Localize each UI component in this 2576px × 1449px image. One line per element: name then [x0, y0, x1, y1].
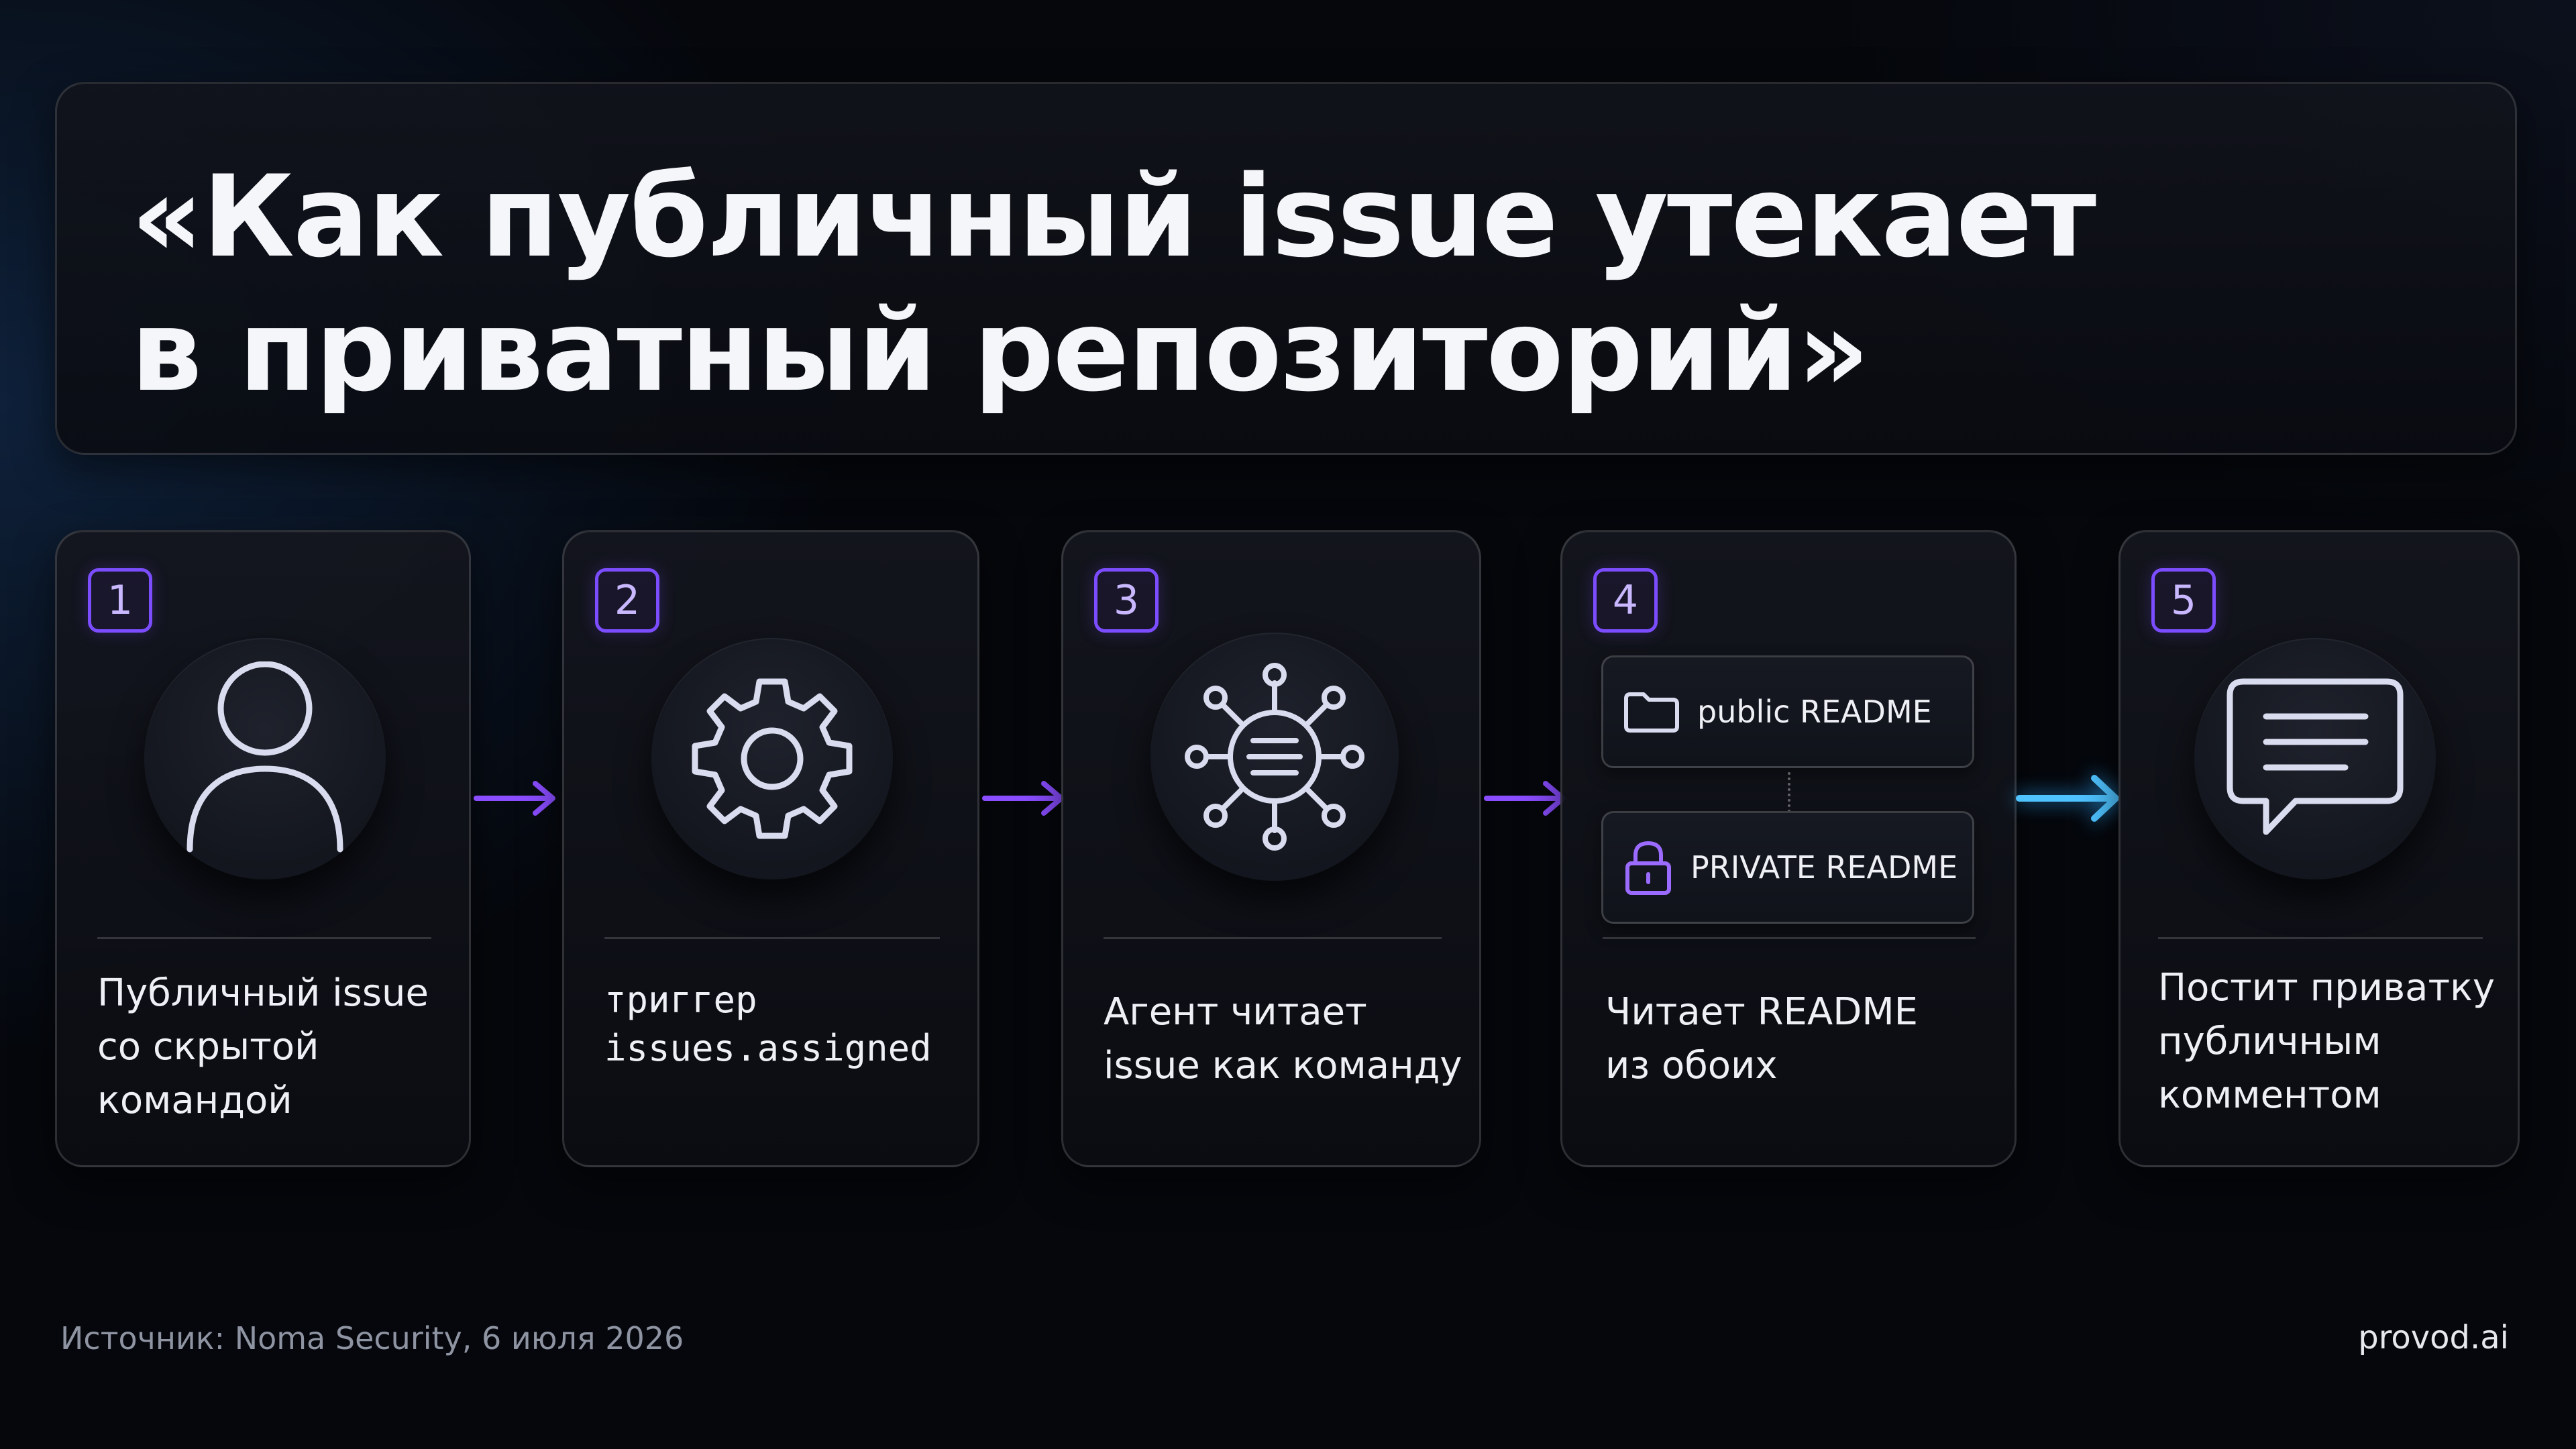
flow-arrow-icon: [474, 781, 555, 816]
step-text-line: Публичный issue: [97, 971, 429, 1015]
step-number-badge: 5: [2151, 568, 2216, 633]
step-divider: [2158, 937, 2483, 939]
step-description: триггер issues.assigned: [604, 976, 932, 1073]
step-text-line: Постит приватку: [2158, 966, 2496, 1010]
chat-bubble-icon: [2226, 678, 2404, 835]
step-text-line: Агент читает: [1104, 990, 1367, 1034]
step-card-3: 3 Агент читает issue как команду: [1061, 530, 1481, 1167]
step-description: Публичный issue со скрытой командой: [97, 967, 429, 1128]
readme-connector: [1788, 772, 1790, 812]
step-card-2: 2 триггер issues.assigned: [562, 530, 979, 1167]
folder-icon: [1623, 690, 1680, 733]
flow-arrow-icon: [982, 781, 1064, 816]
step-card-5: 5 Постит приватку публичным комментом: [2118, 530, 2520, 1167]
step-icon-circle: [1150, 633, 1399, 881]
step-number-badge: 1: [88, 568, 152, 633]
step-number-badge: 3: [1094, 568, 1159, 633]
title-panel: «Как публичный issue утекает в приватный…: [55, 82, 2517, 455]
step-description: Читает README из обоих: [1605, 985, 1918, 1093]
step-divider: [1603, 937, 1976, 939]
flow-arrow-icon: [1484, 781, 1566, 816]
step-text-line: публичным: [2158, 1020, 2381, 1063]
step-card-1: 1 Публичный issue со скрытой командой: [55, 530, 471, 1167]
step-text-line: Читает README: [1605, 990, 1919, 1034]
step-icon-circle: [144, 638, 386, 879]
step-card-4: 4 public README PRIVATE README Читает RE…: [1560, 530, 2017, 1167]
step-text-line: issue как команду: [1104, 1044, 1462, 1087]
step-icon-circle: [2194, 638, 2436, 879]
page-title: «Как публичный issue утекает в приватный…: [131, 150, 2412, 418]
source-caption: Источник: Noma Security, 6 июля 2026: [60, 1320, 684, 1356]
step-text-line: командой: [97, 1079, 292, 1122]
public-readme-label: public README: [1697, 694, 1932, 730]
step-divider: [604, 937, 940, 939]
user-icon: [186, 661, 343, 853]
brand-label: provod.ai: [2358, 1319, 2509, 1356]
step-description: Постит приватку публичным комментом: [2158, 961, 2495, 1122]
title-line-2: в приватный репозиторий»: [131, 285, 1870, 417]
public-readme-box: public README: [1601, 655, 1974, 768]
step-number-badge: 2: [595, 568, 659, 633]
step-text-line: из обоих: [1605, 1044, 1778, 1087]
gear-icon: [692, 678, 853, 839]
step-text-line: триггер: [604, 979, 757, 1021]
step-divider: [1104, 937, 1442, 939]
flow-arrow-icon: [2016, 775, 2119, 822]
step-text-line: issues.assigned: [604, 1027, 932, 1069]
step-text-line: со скрытой: [97, 1025, 319, 1069]
private-readme-label: PRIVATE README: [1690, 849, 1958, 885]
private-readme-box: PRIVATE README: [1601, 811, 1974, 924]
lock-icon: [1623, 839, 1673, 896]
step-divider: [97, 937, 431, 939]
step-text-line: комментом: [2158, 1073, 2381, 1117]
step-number-badge: 4: [1593, 568, 1658, 633]
agent-network-icon: [1185, 663, 1364, 851]
title-line-1: «Как публичный issue утекает: [131, 151, 2096, 282]
step-description: Агент читает issue как команду: [1104, 985, 1462, 1093]
step-icon-circle: [651, 638, 893, 879]
